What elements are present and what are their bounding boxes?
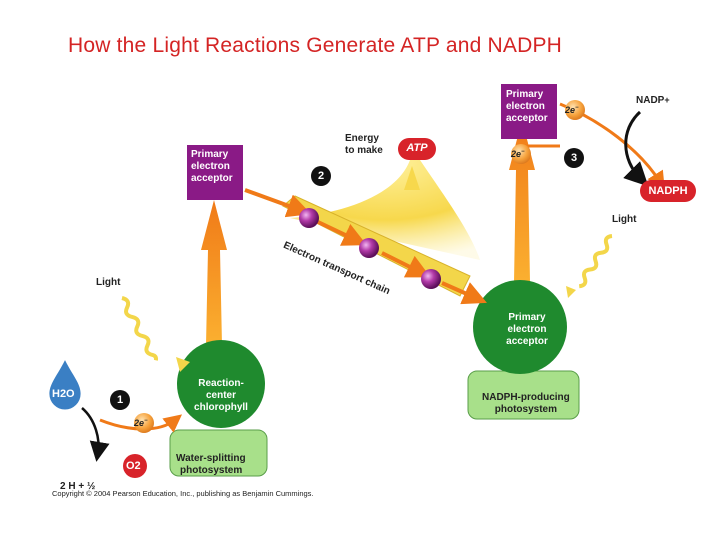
primary-acceptor-left-box bbox=[187, 145, 243, 200]
o2-label: O2 bbox=[126, 460, 141, 472]
page-title: How the Light Reactions Generate ATP and… bbox=[68, 34, 563, 57]
primary-acceptor-left-label: Primary electron acceptor bbox=[191, 149, 233, 184]
step-1-badge: 1 bbox=[110, 390, 130, 410]
reaction-center-label: Reaction- center chlorophyll bbox=[194, 378, 248, 413]
light-wave-right bbox=[578, 234, 613, 289]
step-3-badge: 3 bbox=[564, 148, 584, 168]
atp-label: ATP bbox=[406, 142, 428, 154]
atp-up-arrow bbox=[404, 166, 420, 190]
nadp-plus-label: NADP+ bbox=[636, 95, 670, 106]
o2-badge bbox=[123, 454, 147, 478]
primary-acceptor-right-circle-label: Primary electron acceptor bbox=[506, 312, 548, 347]
light-label-right: Light bbox=[612, 214, 637, 225]
water-splitting-label: Water-splitting photosystem bbox=[176, 453, 246, 476]
step-2-badge: 2 bbox=[311, 166, 331, 186]
electron-ball-mid bbox=[511, 144, 531, 164]
carrier-sphere-1 bbox=[299, 208, 319, 228]
reaction-center-circle bbox=[177, 340, 265, 428]
atp-badge bbox=[398, 138, 436, 160]
light-wave-left bbox=[121, 296, 159, 361]
nadph-photosystem-circle bbox=[473, 280, 567, 374]
electron-label-top: 2e− bbox=[565, 105, 579, 115]
electron-label-left: 2e− bbox=[134, 418, 148, 428]
electron-label-mid: 2e− bbox=[511, 149, 525, 159]
light-label-left: Light bbox=[96, 277, 121, 288]
nadph-producing-label: NADPH-producing photosystem bbox=[482, 392, 570, 415]
h2o-label: H2O bbox=[52, 388, 75, 400]
up-arrow-left bbox=[201, 200, 227, 345]
electron-ball-top bbox=[565, 100, 585, 120]
primary-acceptor-right-top-label: Primary electron acceptor bbox=[506, 89, 548, 124]
energy-to-make-label: Energy to make bbox=[345, 133, 383, 156]
carrier-sphere-2 bbox=[359, 238, 379, 258]
nadph-badge bbox=[640, 180, 696, 202]
primary-acceptor-right-box bbox=[501, 84, 557, 139]
water-splitting-base bbox=[169, 429, 268, 477]
carrier-sphere-3 bbox=[421, 269, 441, 289]
atp-energy-cone bbox=[290, 160, 480, 260]
electron-ball-left bbox=[134, 413, 154, 433]
h2o-drop bbox=[49, 360, 81, 410]
two-h-plus-label: 2 H + ½ bbox=[60, 481, 96, 492]
copyright-notice: Copyright © 2004 Pearson Education, Inc.… bbox=[52, 489, 314, 498]
nadph-label: NADPH bbox=[648, 185, 688, 197]
